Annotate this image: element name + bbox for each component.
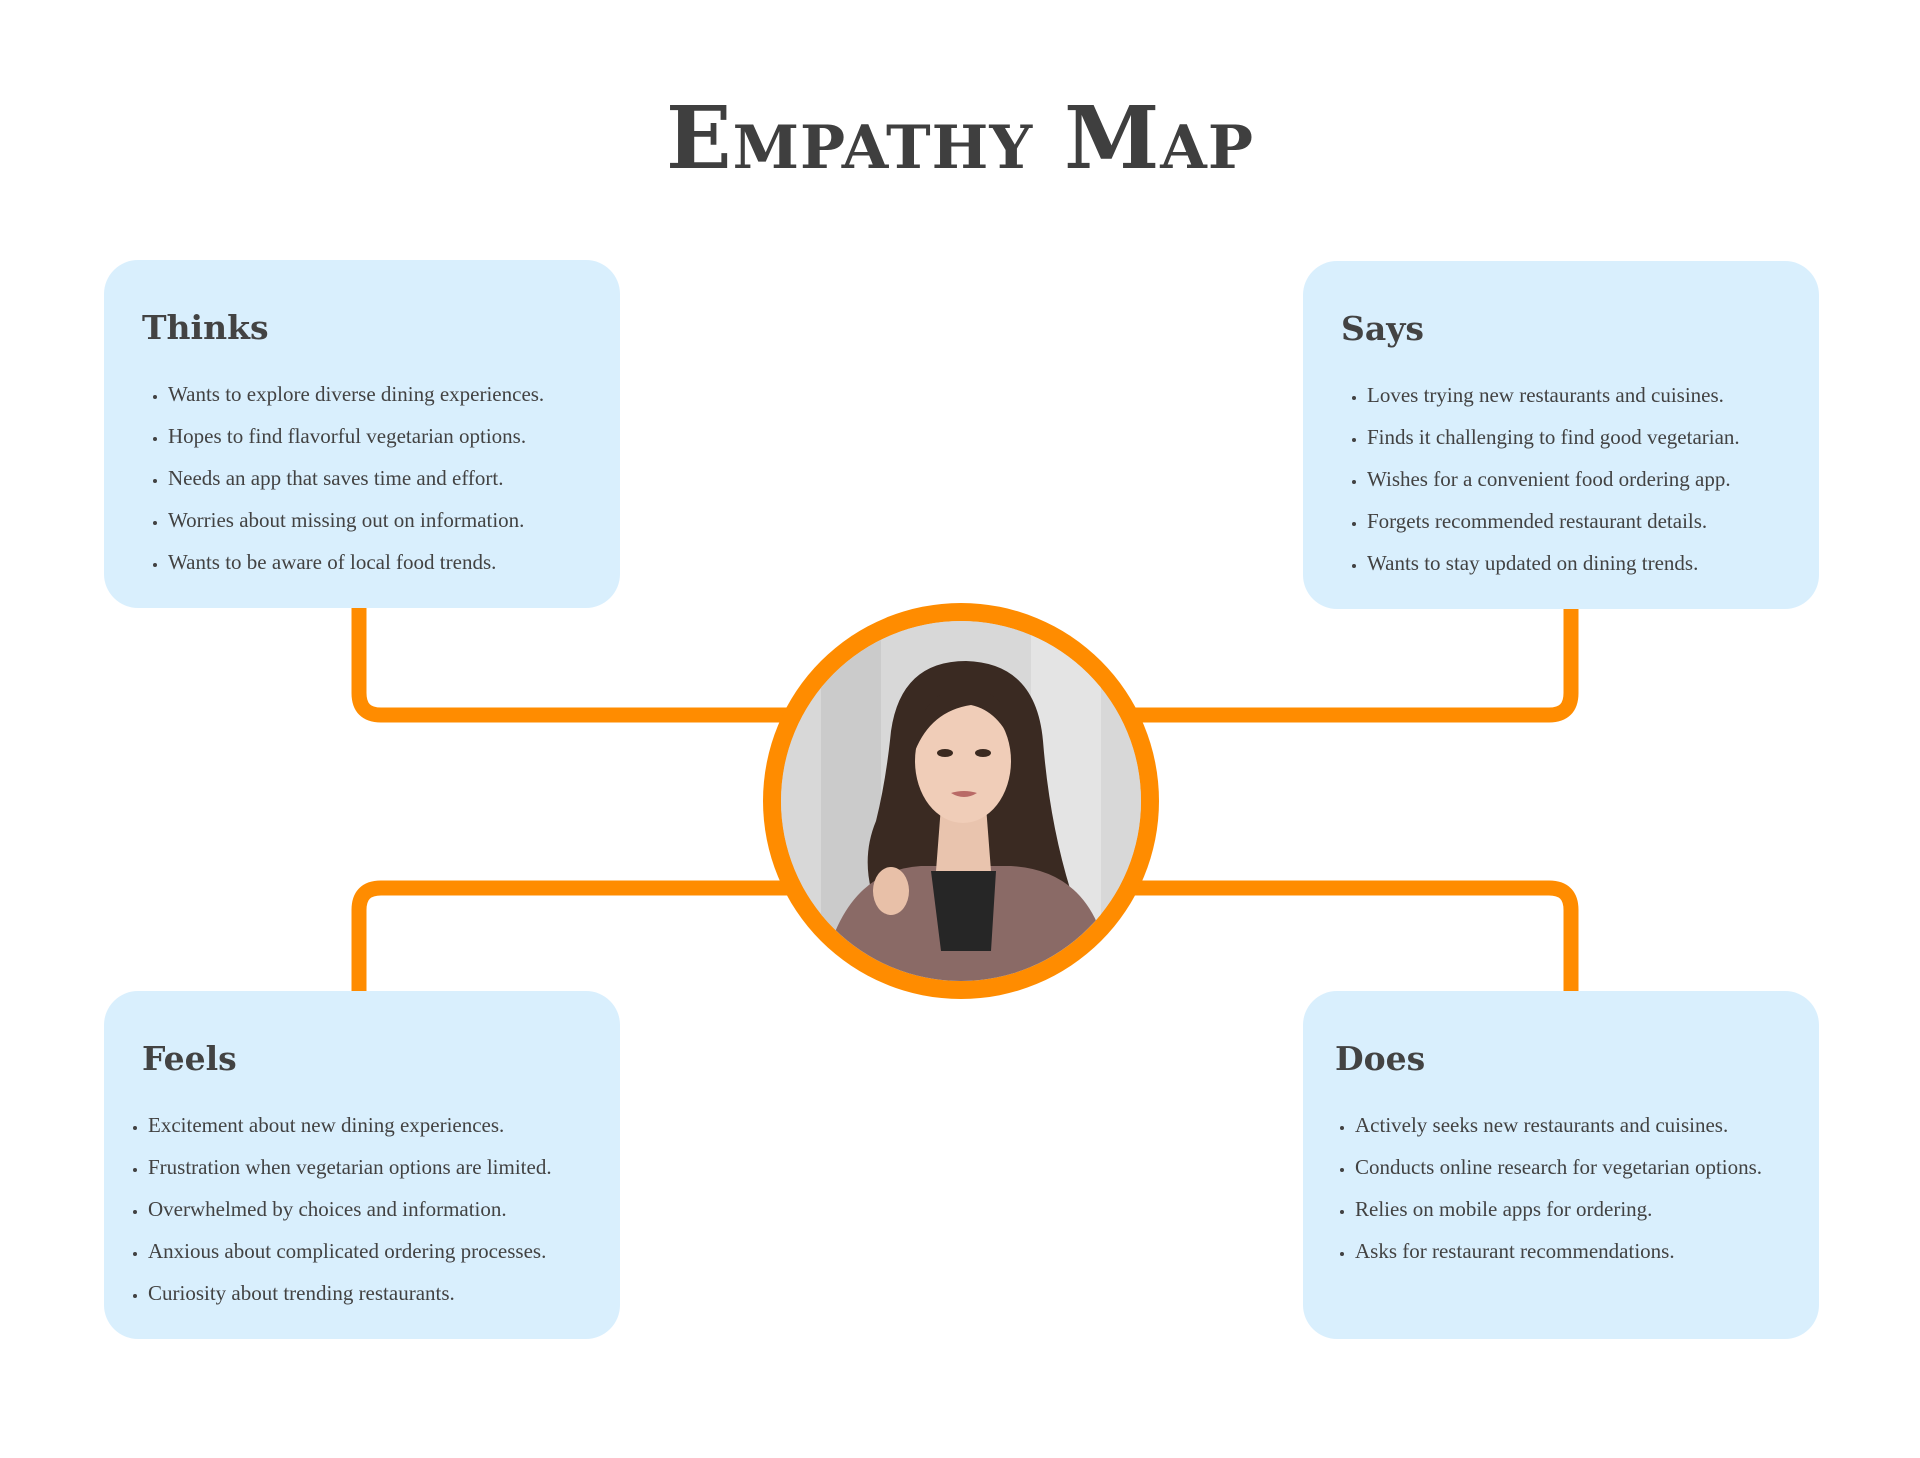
list-item: Finds it challenging to find good vegeta…	[1367, 416, 1819, 458]
card-heading-thinks: Thinks	[142, 308, 269, 347]
list-does: Actively seeks new restaurants and cuisi…	[1335, 1104, 1819, 1272]
connector-says	[1130, 606, 1579, 723]
card-does: Does Actively seeks new restaurants and …	[1303, 991, 1819, 1339]
list-item: Curiosity about trending restaurants.	[148, 1272, 620, 1314]
list-item: Loves trying new restaurants and cuisine…	[1367, 374, 1819, 416]
list-item: Wants to explore diverse dining experien…	[168, 373, 620, 415]
persona-portrait-icon	[781, 621, 1141, 981]
connector-does	[1130, 880, 1579, 996]
connector-thinks	[351, 606, 790, 723]
list-item: Actively seeks new restaurants and cuisi…	[1355, 1104, 1819, 1146]
list-item: Excitement about new dining experiences.	[148, 1104, 620, 1146]
list-item: Relies on mobile apps for ordering.	[1355, 1188, 1819, 1230]
list-item: Asks for restaurant recommendations.	[1355, 1230, 1819, 1272]
list-item: Wants to stay updated on dining trends.	[1367, 542, 1819, 584]
card-thinks: Thinks Wants to explore diverse dining e…	[104, 260, 620, 608]
list-says: Loves trying new restaurants and cuisine…	[1341, 374, 1819, 584]
list-thinks: Wants to explore diverse dining experien…	[142, 373, 620, 583]
connector-feels	[351, 880, 790, 996]
card-says: Says Loves trying new restaurants and cu…	[1303, 261, 1819, 609]
card-heading-does: Does	[1335, 1039, 1426, 1078]
card-feels: Feels Excitement about new dining experi…	[104, 991, 620, 1339]
list-item: Wishes for a convenient food ordering ap…	[1367, 458, 1819, 500]
list-item: Anxious about complicated ordering proce…	[148, 1230, 620, 1272]
card-heading-says: Says	[1341, 309, 1424, 348]
list-item: Conducts online research for vegetarian …	[1355, 1146, 1819, 1188]
list-item: Overwhelmed by choices and information.	[148, 1188, 620, 1230]
avatar	[781, 621, 1141, 981]
list-item: Frustration when vegetarian options are …	[148, 1146, 620, 1188]
list-item: Needs an app that saves time and effort.	[168, 457, 620, 499]
list-item: Hopes to find flavorful vegetarian optio…	[168, 415, 620, 457]
list-feels: Excitement about new dining experiences.…	[142, 1104, 620, 1314]
avatar-ring	[763, 603, 1159, 999]
list-item: Forgets recommended restaurant details.	[1367, 500, 1819, 542]
list-item: Worries about missing out on information…	[168, 499, 620, 541]
list-item: Wants to be aware of local food trends.	[168, 541, 620, 583]
page-title: Empathy Map	[666, 88, 1254, 189]
card-heading-feels: Feels	[142, 1039, 237, 1078]
